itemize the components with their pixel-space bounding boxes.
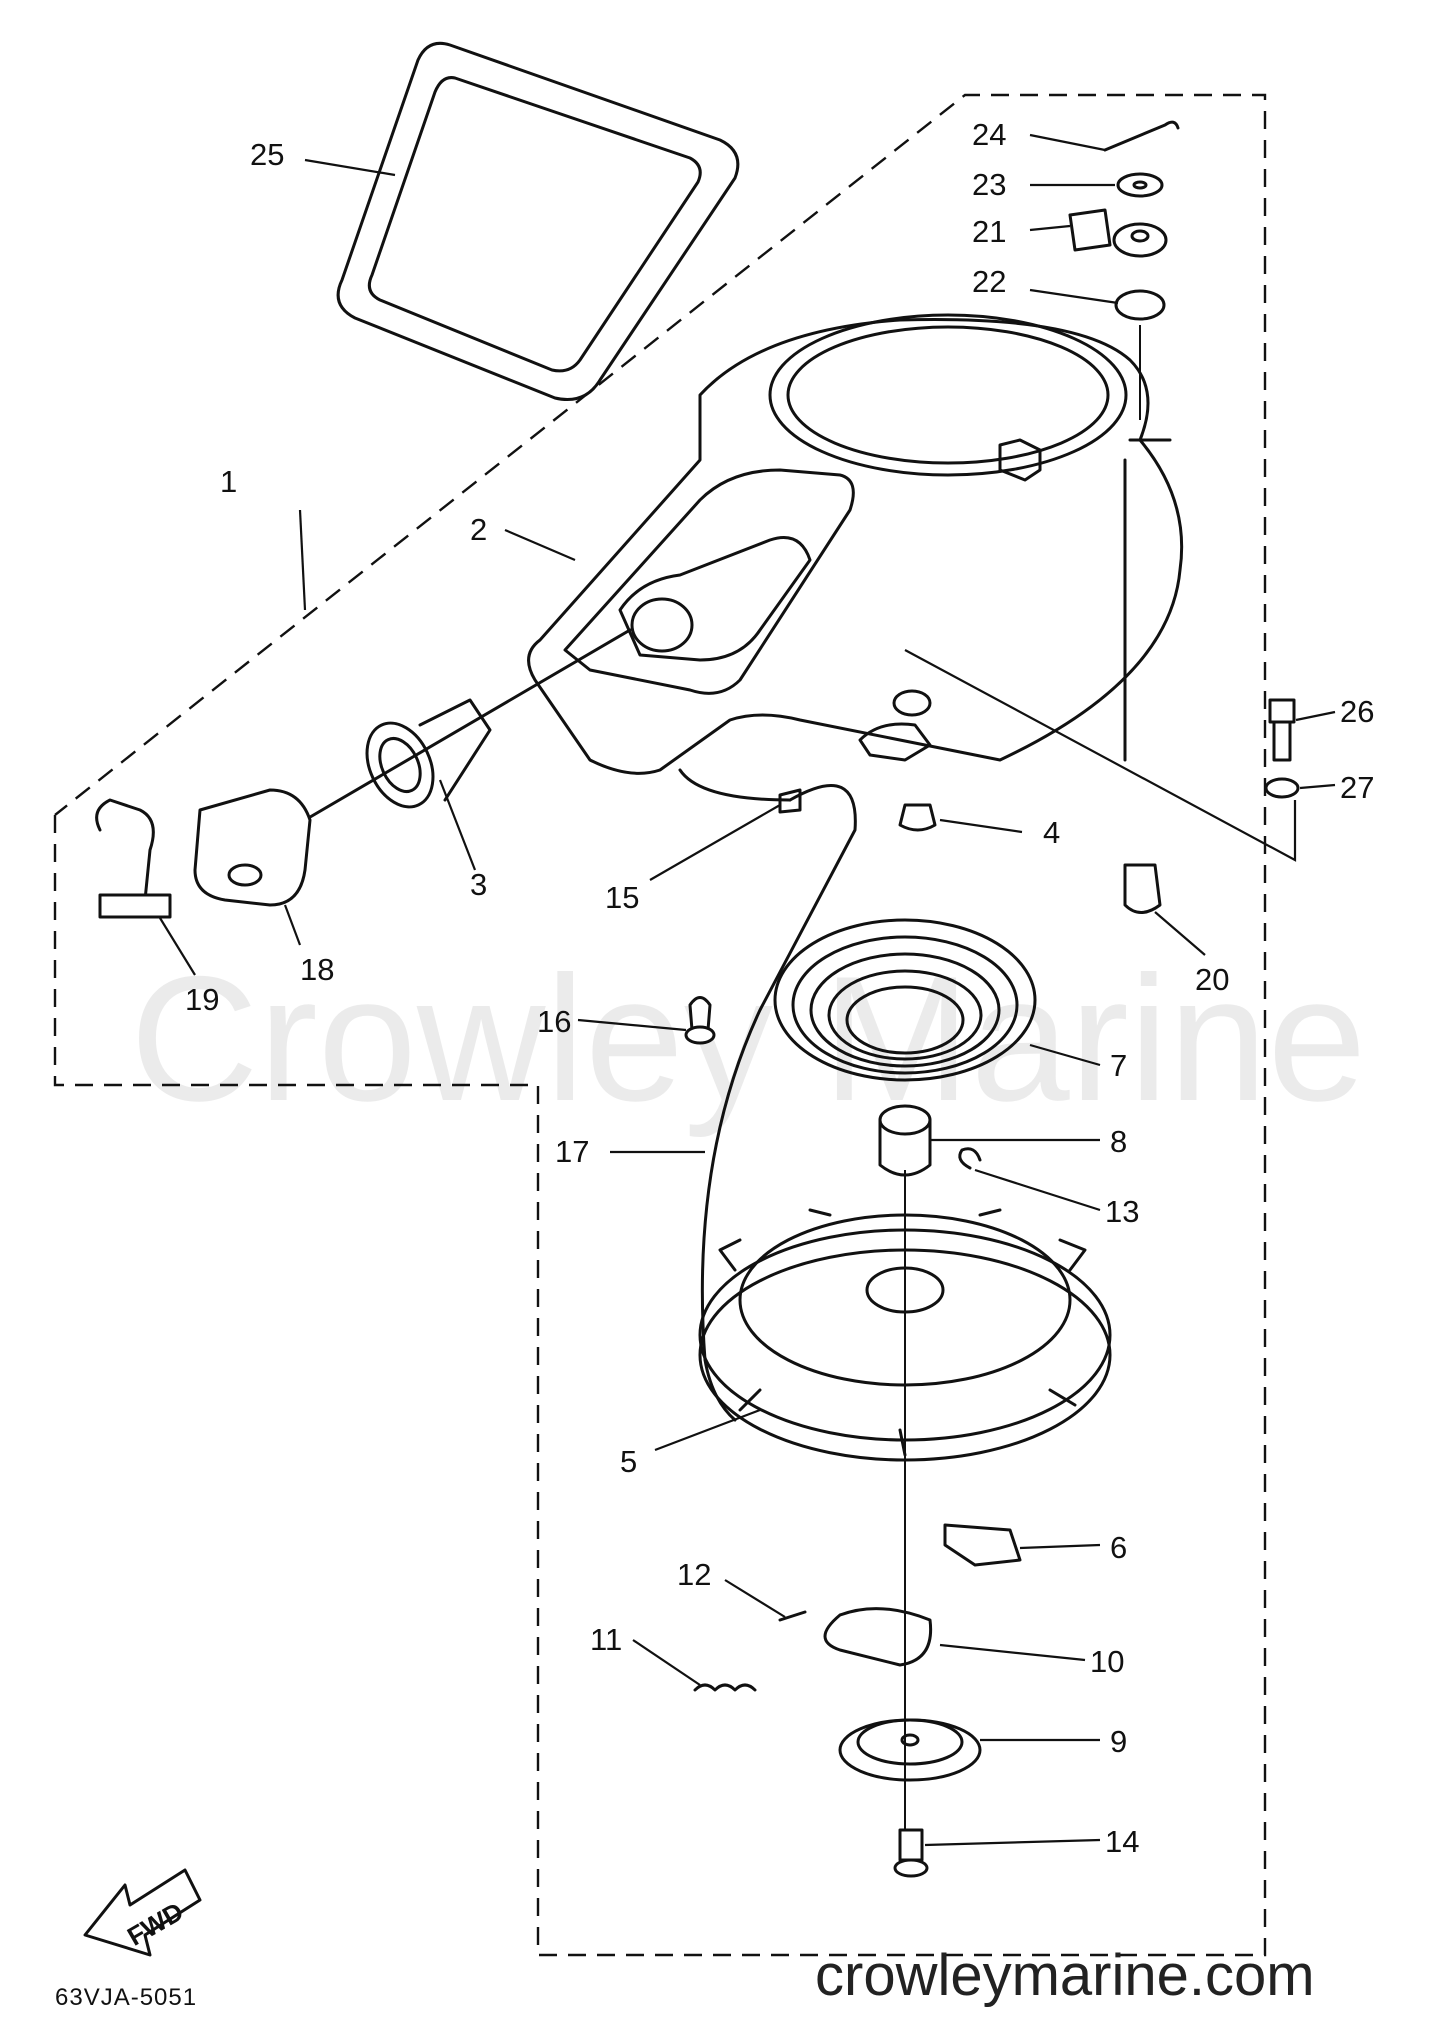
part-10-spring [823,1607,933,1667]
callout-26: 26 [1340,694,1374,729]
part-6-pawl [943,1523,1022,1567]
callout-12: 12 [677,1557,711,1592]
housing-to-26-line [904,649,1297,862]
callout-27: 27 [1340,770,1374,805]
part-21-lever [1068,208,1168,258]
assembly-boundary [53,93,1267,1957]
callout-18: 18 [300,952,334,987]
callout-7: 7 [1110,1048,1127,1083]
part-19-clip [95,798,172,919]
part-12-pin [778,1610,807,1622]
callout-5: 5 [620,1444,637,1479]
callout-16: 16 [537,1004,571,1039]
callout-17: 17 [555,1134,589,1169]
callout-23: 23 [972,167,1006,202]
starter-rope-line [303,628,632,822]
callout-2: 2 [470,512,487,547]
callout-14: 14 [1105,1824,1139,1859]
part-23-washer [1116,172,1164,198]
part-3-rope-guide [365,698,492,809]
part-11-spring [693,1683,757,1692]
part-13-clip [958,1147,982,1170]
part-7-spiral-spring [773,918,1037,1082]
part-17-rope-upper [678,768,792,802]
part-15-tube-clamp [778,788,802,814]
callout-1: 1 [220,464,237,499]
callout-9: 9 [1110,1724,1127,1759]
callout-21: 21 [972,214,1006,249]
part-16-bolt [684,996,716,1045]
diagram-code: 63VJA-5051 [55,1984,197,2011]
callout-10: 10 [1090,1644,1124,1679]
callout-8: 8 [1110,1124,1127,1159]
part-25-seal [336,41,740,401]
callout-labels: 1 2 3 4 5 6 7 8 9 10 11 12 13 14 15 16 1… [185,117,1374,1859]
part-22-spring [1114,289,1166,321]
callout-13: 13 [1105,1194,1139,1229]
part-9-cover-plate [838,1718,982,1782]
callout-6: 6 [1110,1530,1127,1565]
callout-11: 11 [590,1622,622,1657]
part-18-handle [193,788,312,907]
callout-22: 22 [972,264,1006,299]
callout-4: 4 [1043,815,1060,850]
part-17-rope [700,784,857,1422]
part-24-cotter-pin [1103,120,1180,152]
part-14-bolt [893,1828,929,1878]
callout-19: 19 [185,982,219,1017]
part-8-bushing [878,1104,932,1177]
callout-20: 20 [1195,962,1229,997]
part-27-washer [1264,777,1300,799]
callout-3: 3 [470,867,487,902]
site-url: crowleymarine.com [815,1943,1315,2008]
fwd-arrow-icon: FWD [83,1868,202,1957]
part-20-bracket [1123,863,1162,914]
callout-24: 24 [972,117,1006,152]
part-2-starter-housing [527,313,1184,775]
callout-25: 25 [250,137,284,172]
part-26-bolt [1268,698,1296,762]
callout-leaders [159,133,1336,1847]
callout-15: 15 [605,880,639,915]
part-4-bushing [898,803,937,832]
